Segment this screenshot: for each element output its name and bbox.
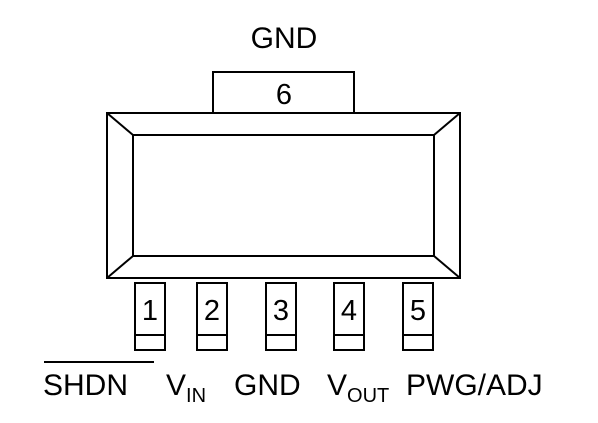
pin-3: 3 — [265, 282, 297, 351]
tab-label: GND — [251, 22, 318, 55]
pin-2-label-subscript: IN — [186, 385, 206, 407]
pin-4-label-main: V — [327, 369, 347, 402]
pin-4-label: VOUT — [327, 369, 389, 407]
pin-number: 3 — [273, 295, 289, 327]
pin-1-label: SHDN — [43, 369, 128, 402]
pin-2: 2 — [196, 282, 228, 351]
pin-5-label: PWG/ADJ — [406, 369, 543, 402]
tab-pin-6 — [212, 71, 355, 114]
pin-3-label: GND — [234, 369, 301, 402]
tab-pin-number: 6 — [276, 79, 292, 111]
pin-2-label: VIN — [166, 369, 206, 407]
pin-5: 5 — [402, 282, 434, 351]
pin-4-label-subscript: OUT — [347, 385, 389, 407]
pin-number: 4 — [341, 295, 357, 327]
pin-number: 1 — [142, 295, 158, 327]
package-body — [106, 112, 461, 279]
pin-4: 4 — [333, 282, 365, 351]
pin-1: 1 — [134, 282, 166, 351]
pin-number: 5 — [410, 295, 426, 327]
pin-number: 2 — [204, 295, 220, 327]
pin-2-label-main: V — [166, 369, 186, 402]
